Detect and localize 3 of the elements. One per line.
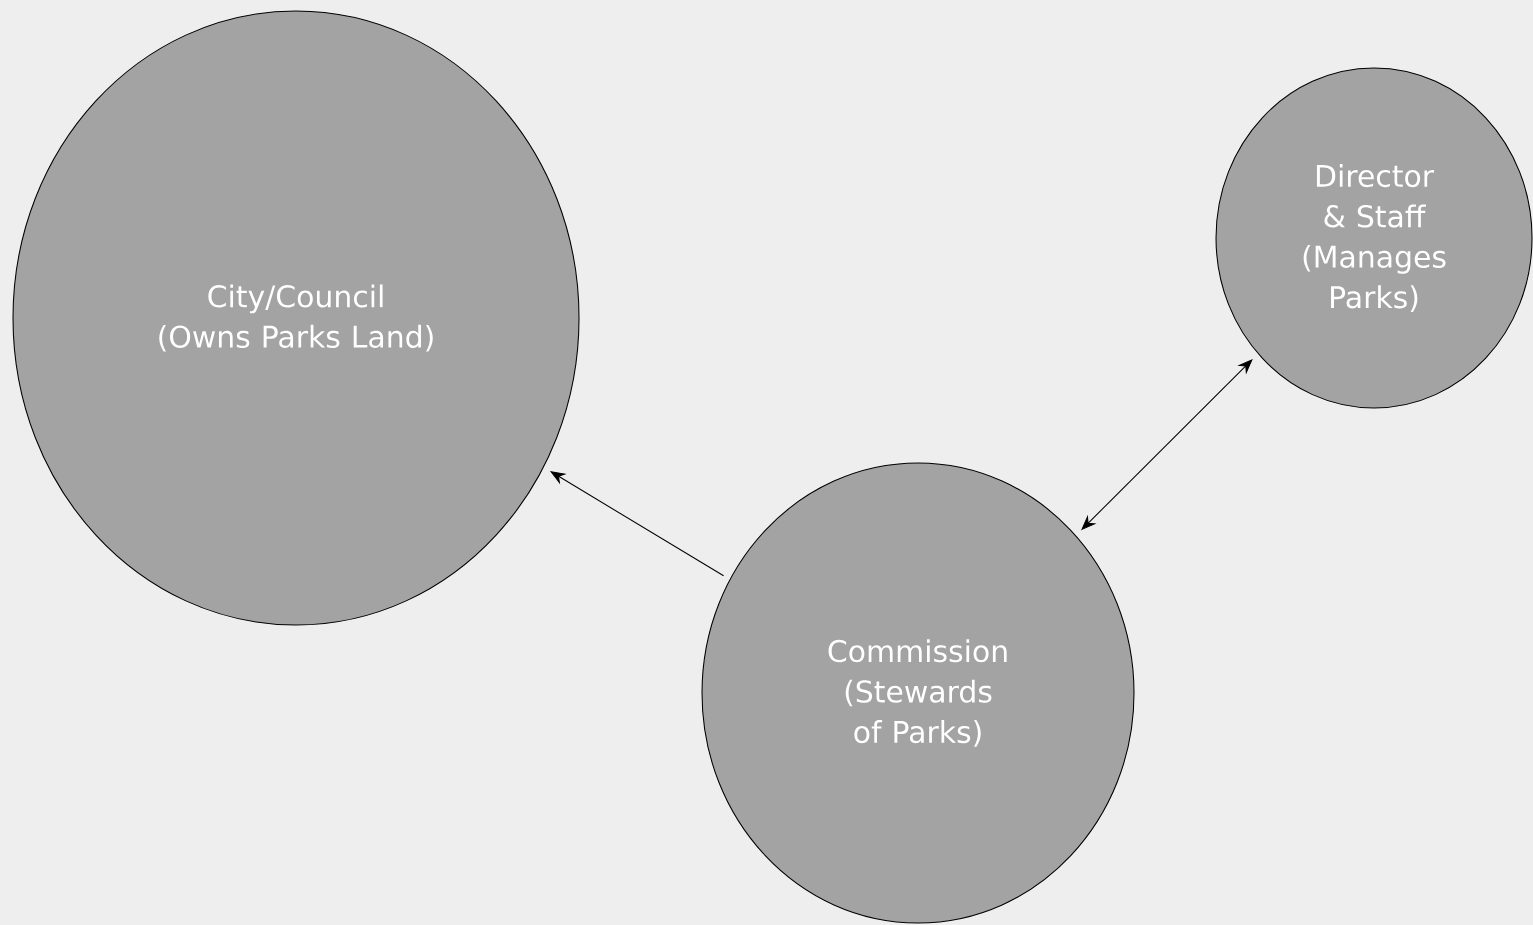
- circle-node: City/Council (Owns Parks Land): [12, 10, 580, 626]
- circle-node: Commission (Stewards of Parks): [701, 462, 1135, 924]
- circle-node: Director & Staff (Manages Parks): [1215, 67, 1533, 409]
